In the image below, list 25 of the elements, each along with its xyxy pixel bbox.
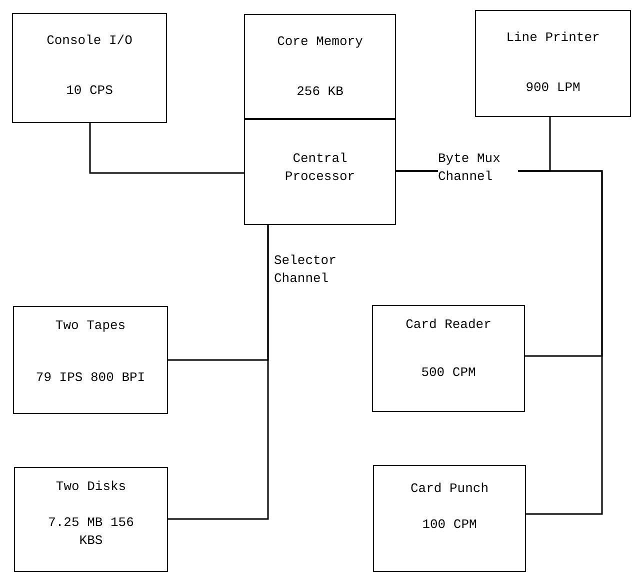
device-name: Line Printer xyxy=(505,29,601,47)
device-box xyxy=(475,10,631,117)
device-spec: 256 KB xyxy=(296,83,344,101)
device-name: Console I/O xyxy=(46,32,134,50)
connector-line xyxy=(168,225,269,520)
device-spec: 79 IPS 800 BPI xyxy=(34,369,146,387)
device-box xyxy=(373,465,526,572)
device-spec: 10 CPS xyxy=(65,82,114,100)
device-spec: 900 LPM xyxy=(524,79,582,97)
device-box xyxy=(244,14,396,119)
device-name: Core Memory xyxy=(276,33,364,51)
device-box xyxy=(372,305,525,412)
device-box xyxy=(13,306,168,414)
device-name: Two Tapes xyxy=(54,317,127,335)
device-name: Card Punch xyxy=(409,480,490,498)
device-box xyxy=(14,467,168,572)
connector-line xyxy=(89,123,244,174)
device-name: Central Processor xyxy=(284,150,356,186)
device-name: Card Reader xyxy=(404,316,492,334)
device-spec: 500 CPM xyxy=(420,364,477,382)
device-box xyxy=(12,13,167,123)
device-name: Two Disks xyxy=(54,478,128,496)
device-spec: 100 CPM xyxy=(421,516,478,534)
device-box xyxy=(244,119,396,225)
device-spec: 7.25 MB 156 KBS xyxy=(47,514,135,550)
